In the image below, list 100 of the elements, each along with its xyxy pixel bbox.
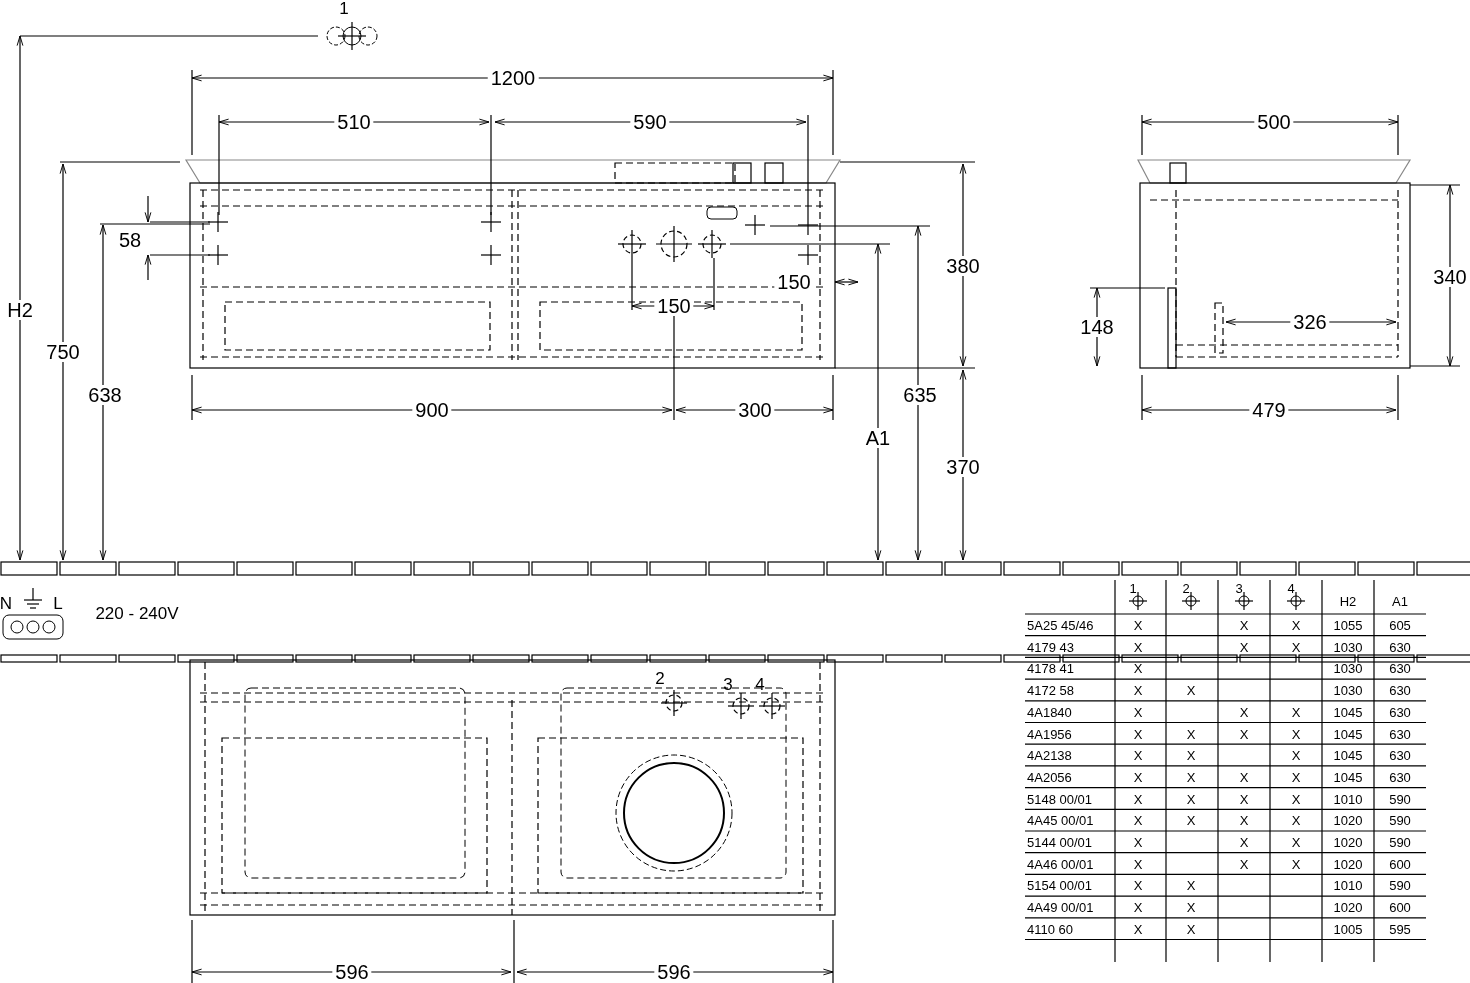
mark: X <box>1186 727 1196 740</box>
mark: X <box>1239 618 1249 632</box>
table-header: A1 <box>1392 594 1408 608</box>
mark: X <box>1239 813 1249 827</box>
model-number: 4178 41 <box>1027 661 1074 675</box>
table-value: 590 <box>1389 878 1411 892</box>
table-value: 1045 <box>1333 748 1363 762</box>
table-value: 1030 <box>1333 683 1363 697</box>
table-value: 595 <box>1389 922 1411 936</box>
table-value: 590 <box>1389 835 1411 849</box>
table-header: H2 <box>1339 594 1357 608</box>
dimension-text: 150 <box>774 272 814 292</box>
mark: X <box>1291 640 1301 654</box>
voltage-text: 220 - 240V <box>95 604 179 622</box>
table-value: 1020 <box>1333 900 1363 914</box>
mark: X <box>1291 618 1301 632</box>
model-number: 4110 60 <box>1027 922 1074 936</box>
callout-number: 3 <box>723 675 733 693</box>
mark: X <box>1291 727 1301 740</box>
table-value: 1045 <box>1333 727 1363 740</box>
model-number: 4A45 00/01 <box>1027 813 1094 827</box>
model-number: 5154 00/01 <box>1027 878 1093 892</box>
mark: X <box>1239 792 1249 806</box>
mark: X <box>1291 792 1301 806</box>
mark: X <box>1239 705 1249 719</box>
table-value: 605 <box>1389 618 1411 632</box>
mark: X <box>1133 900 1143 914</box>
table-value: 1045 <box>1333 705 1363 719</box>
mark: X <box>1291 770 1301 784</box>
table-value: 1005 <box>1333 922 1363 936</box>
table-value: 1020 <box>1333 813 1363 827</box>
table-value: 630 <box>1389 640 1411 654</box>
table-value: 1030 <box>1333 640 1363 654</box>
table-header: 2 <box>1182 581 1190 595</box>
mark: X <box>1186 792 1196 806</box>
mark: X <box>1186 748 1196 762</box>
mark: X <box>1133 878 1143 892</box>
mark: X <box>1186 878 1196 892</box>
table-header: 1 <box>1129 581 1137 595</box>
mark: X <box>1291 835 1301 849</box>
dimension-text: 590 <box>630 112 670 132</box>
mark: X <box>1133 748 1143 762</box>
table-value: 630 <box>1389 748 1411 762</box>
mark: X <box>1133 922 1143 936</box>
dimension-text: 150 <box>654 296 694 316</box>
table-value: 630 <box>1389 683 1411 697</box>
mark: X <box>1133 683 1143 697</box>
model-number: 4172 58 <box>1027 683 1074 697</box>
table-value: 590 <box>1389 813 1411 827</box>
mark: X <box>1239 835 1249 849</box>
model-number: 4A2056 <box>1027 770 1072 784</box>
dimension-text: 326 <box>1290 312 1330 332</box>
dimension-text: 510 <box>334 112 374 132</box>
table-value: 630 <box>1389 727 1411 740</box>
mark: X <box>1133 640 1143 654</box>
dimension-text: 300 <box>735 400 775 420</box>
model-number: 4A1956 <box>1027 727 1072 740</box>
mark: X <box>1133 835 1143 849</box>
dimension-text: 596 <box>654 962 694 982</box>
model-number: 4A1840 <box>1027 705 1072 719</box>
terminal-label: N <box>0 594 13 612</box>
mark: X <box>1186 922 1196 936</box>
dimension-text: 500 <box>1254 112 1294 132</box>
dimension-text: 479 <box>1249 400 1289 420</box>
model-number: 4A2138 <box>1027 748 1072 762</box>
mark: X <box>1291 813 1301 827</box>
mark: X <box>1239 640 1249 654</box>
model-number: 5148 00/01 <box>1027 792 1093 806</box>
table-value: 590 <box>1389 792 1411 806</box>
table-value: 1010 <box>1333 878 1363 892</box>
callout-number: 1 <box>339 0 349 17</box>
model-number: 5A25 45/46 <box>1027 618 1094 632</box>
table-value: 1030 <box>1333 661 1363 675</box>
mark: X <box>1186 900 1196 914</box>
mark: X <box>1239 857 1249 871</box>
model-number: 4A49 00/01 <box>1027 900 1094 914</box>
mark: X <box>1186 770 1196 784</box>
mark: X <box>1133 792 1143 806</box>
table-value: 600 <box>1389 857 1411 871</box>
mark: X <box>1291 857 1301 871</box>
table-value: 630 <box>1389 705 1411 719</box>
mark: X <box>1133 770 1143 784</box>
table-value: 1055 <box>1333 618 1363 632</box>
mark: X <box>1186 683 1196 697</box>
terminal-label: L <box>53 594 63 612</box>
callout-number: 2 <box>655 669 665 687</box>
mark: X <box>1133 857 1143 871</box>
mark: X <box>1133 618 1143 632</box>
model-number: 4179 43 <box>1027 640 1074 654</box>
table-header: 4 <box>1287 581 1295 595</box>
table-value: 600 <box>1389 900 1411 914</box>
mark: X <box>1133 727 1143 740</box>
model-number: 4A46 00/01 <box>1027 857 1094 871</box>
mark: X <box>1239 727 1249 740</box>
mark: X <box>1239 770 1249 784</box>
table-value: 1045 <box>1333 770 1363 784</box>
table-value: 1020 <box>1333 857 1363 871</box>
mark: X <box>1186 813 1196 827</box>
dimension-text: 1200 <box>487 68 539 88</box>
table-value: 1010 <box>1333 792 1363 806</box>
